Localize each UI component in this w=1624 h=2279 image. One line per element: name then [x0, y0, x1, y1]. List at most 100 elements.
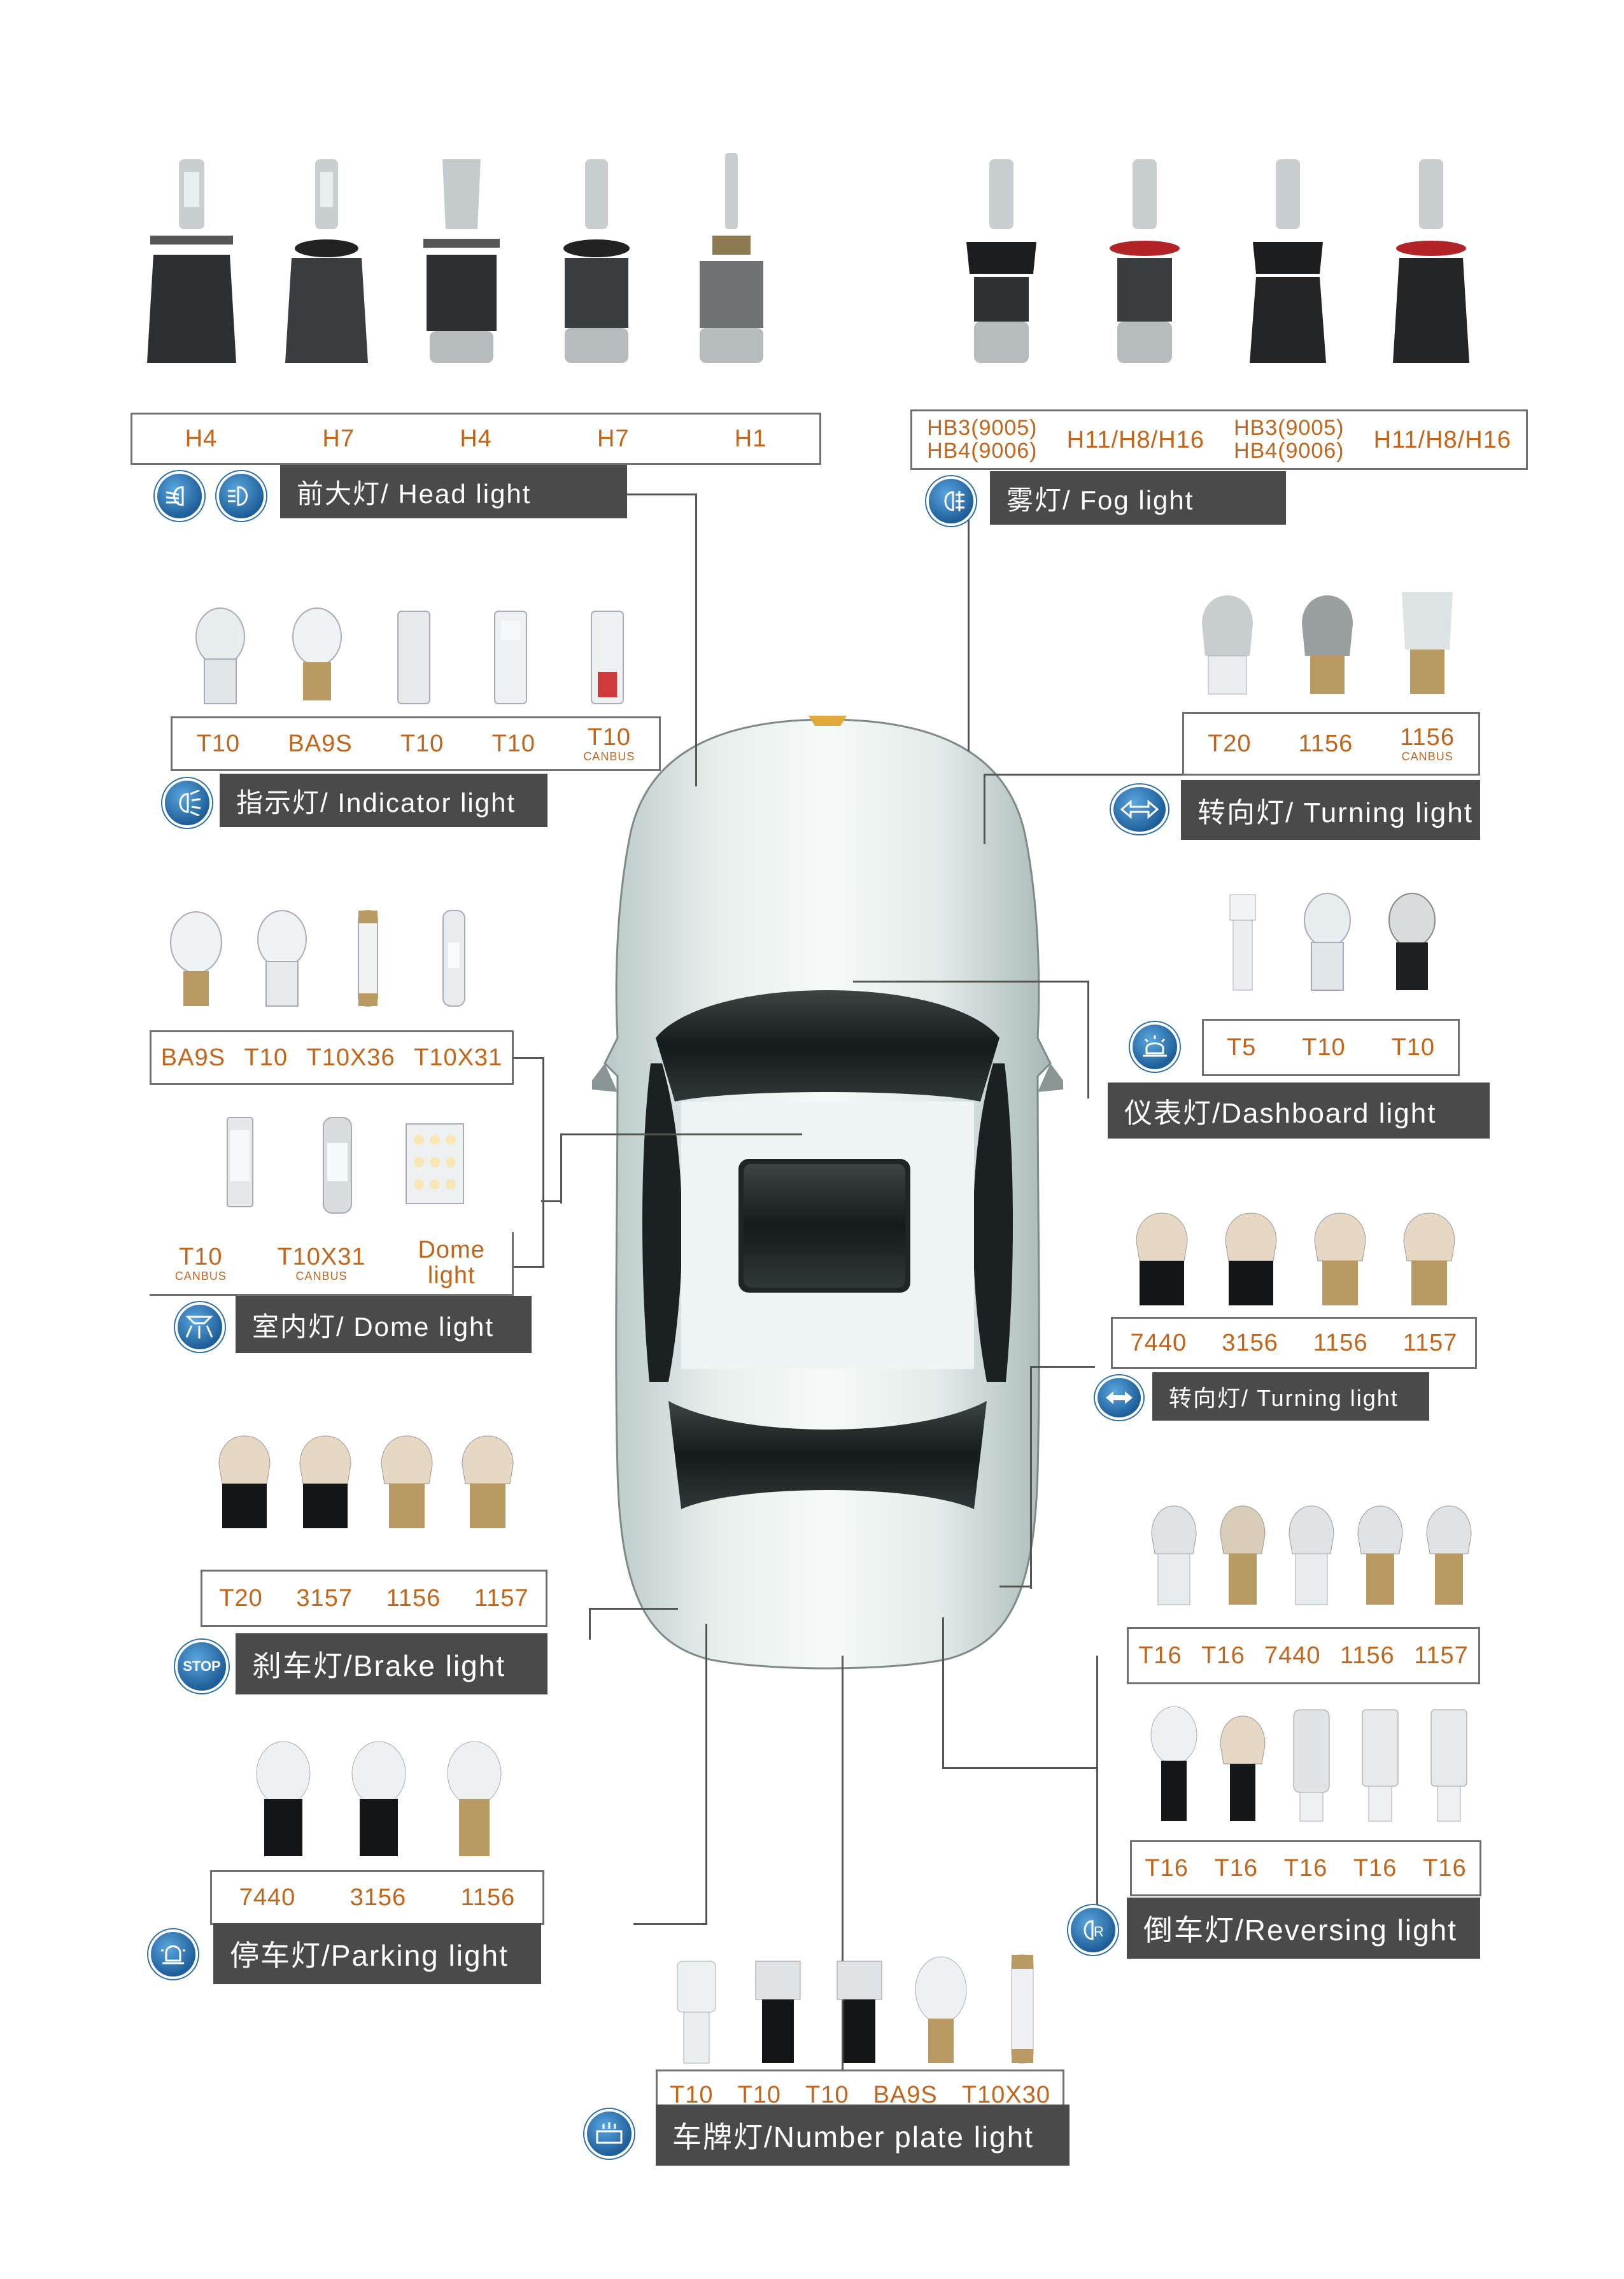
parking-bulb-7440	[256, 1741, 311, 1856]
turning-front-label: 1156	[1298, 730, 1353, 757]
parking-label-box: 7440 3156 1156	[210, 1870, 544, 1925]
brake-bulb-1157	[462, 1435, 514, 1528]
fog-label: HB3(9005)HB4(9006)	[927, 415, 1038, 463]
turning-bulb-1156-rear	[1314, 1212, 1366, 1305]
dome-bulb-t10	[257, 910, 307, 1007]
fog-bulb-hb3	[966, 159, 1036, 363]
reversing-label: T16	[1201, 1642, 1245, 1669]
parking-title: 停车灯/Parking light	[213, 1923, 541, 1984]
car-top-view	[592, 716, 1063, 1670]
indicator-bulb-t10	[195, 607, 245, 704]
fog-bulb-hb3-black	[1249, 159, 1326, 363]
turning-bulb-t20	[1202, 595, 1253, 695]
dome-label: T10	[244, 1044, 288, 1071]
dome-bulb-t10-canbus	[226, 1117, 253, 1207]
reversing-bulb-t16	[1151, 1505, 1197, 1605]
brake-label: 3157	[296, 1585, 353, 1612]
dashboard-title: 仪表灯/Dashboard light	[1108, 1083, 1490, 1139]
reversing-label: 7440	[1264, 1642, 1321, 1669]
plate-title: 车牌灯/Number plate light	[656, 2105, 1070, 2166]
indicator-label: T10	[491, 730, 536, 757]
plate-bulb-t10-smd-2	[837, 1961, 882, 2063]
brake-bulb-1156	[381, 1435, 433, 1528]
indicator-label: BA9S	[288, 730, 353, 757]
reversing-title: 倒车灯/Reversing light	[1127, 1898, 1480, 1959]
stop-icon: STOP	[175, 1640, 229, 1693]
brake-label: T20	[219, 1585, 263, 1612]
headlight-title: 前大灯/ Head light	[280, 465, 627, 518]
turning-bulb-1157	[1403, 1212, 1455, 1305]
reversing-top-bulbs	[1140, 1490, 1483, 1611]
svg-text:R: R	[1094, 1924, 1104, 1940]
reversing-bulb-1156	[1357, 1505, 1403, 1605]
dashboard-label: T5	[1226, 1034, 1257, 1061]
headlight-label: H7	[322, 425, 355, 452]
dashboard-bulb-t5	[1229, 894, 1256, 991]
headlight-label: H4	[460, 425, 492, 452]
plate-bulb-t10x30	[1011, 1954, 1034, 2064]
high-beam-icon	[216, 471, 266, 521]
parking-bulb-3156	[351, 1741, 406, 1856]
dome-title: 室内灯/ Dome light	[236, 1296, 532, 1353]
plate-icon	[584, 2109, 634, 2159]
dome-label: T10X36	[306, 1044, 395, 1071]
fog-title: 雾灯/ Fog light	[990, 471, 1286, 525]
dome-bottom-bulbs	[191, 1111, 484, 1219]
plate-label: T10	[737, 2082, 782, 2108]
parking-icon	[148, 1929, 198, 1979]
plate-bulbs	[656, 1949, 1063, 2070]
turning-rear-title: 转向灯/ Turning light	[1152, 1372, 1429, 1421]
turning-rear-label-box: 7440 3156 1156 1157	[1111, 1317, 1477, 1369]
reversing-label: T16	[1423, 1855, 1467, 1882]
reversing-label: T16	[1145, 1855, 1189, 1882]
headlight-label-box: H4 H7 H4 H7 H1	[131, 413, 821, 465]
indicator-title: 指示灯/ Indicator light	[220, 774, 547, 827]
parking-bulbs	[236, 1735, 522, 1863]
dome-label: T10X31	[414, 1044, 503, 1071]
parking-label: 3156	[350, 1884, 407, 1911]
dome-bulb-ba9s	[169, 911, 222, 1006]
brake-bulb-3157	[299, 1435, 351, 1528]
brake-label-box: T20 3157 1156 1157	[201, 1570, 547, 1627]
plate-label: T10	[670, 2082, 714, 2108]
dome-label: Dome light	[418, 1236, 485, 1289]
fog-light-icon	[926, 476, 976, 526]
reversing-label: 1156	[1339, 1642, 1395, 1669]
turning-bulb-3156	[1225, 1212, 1277, 1305]
plate-label: T10	[805, 2082, 849, 2108]
turning-rear-label: 3156	[1222, 1330, 1278, 1356]
parking-label: 1156	[460, 1884, 516, 1911]
brake-bulb-t20	[218, 1435, 271, 1528]
turning-bulb-1156	[1301, 595, 1353, 694]
headlight-bulbs	[124, 146, 799, 376]
dome-light-panel	[406, 1123, 465, 1204]
headlight-label: H4	[185, 425, 218, 452]
turning-rear-bulbs	[1117, 1197, 1474, 1312]
indicator-label: T10	[196, 730, 241, 757]
reversing-label: T16	[1283, 1855, 1328, 1882]
reversing-label: T16	[1214, 1855, 1259, 1882]
fog-label: H11/H8/H16	[1066, 426, 1204, 453]
headlight-bulb-h4	[147, 159, 236, 363]
fog-bulb-h11-black	[1392, 159, 1469, 363]
fog-label: HB3(9005)HB4(9006)	[1234, 415, 1345, 463]
plate-bulb-t10-smd	[755, 1961, 801, 2063]
reverse-icon: R	[1068, 1905, 1118, 1955]
indicator-bulb-t10-slim	[397, 611, 430, 704]
brake-label: 1157	[474, 1585, 529, 1612]
reversing-bulb-1157	[1426, 1505, 1472, 1605]
reversing-label: T16	[1138, 1642, 1182, 1669]
turning-front-bulbs	[1178, 579, 1477, 700]
headlight-label: H7	[597, 425, 630, 452]
fog-label: H11/H8/H16	[1373, 426, 1511, 453]
reversing-label: T16	[1353, 1855, 1397, 1882]
dashboard-icon	[1130, 1022, 1180, 1072]
reversing-bulb-t16-black-2	[1220, 1715, 1266, 1821]
indicator-label: T10	[400, 730, 444, 757]
headlight-bulb-h1	[700, 153, 763, 363]
reversing-bottom-label-box: T16 T16 T16 T16 T16	[1130, 1840, 1481, 1896]
